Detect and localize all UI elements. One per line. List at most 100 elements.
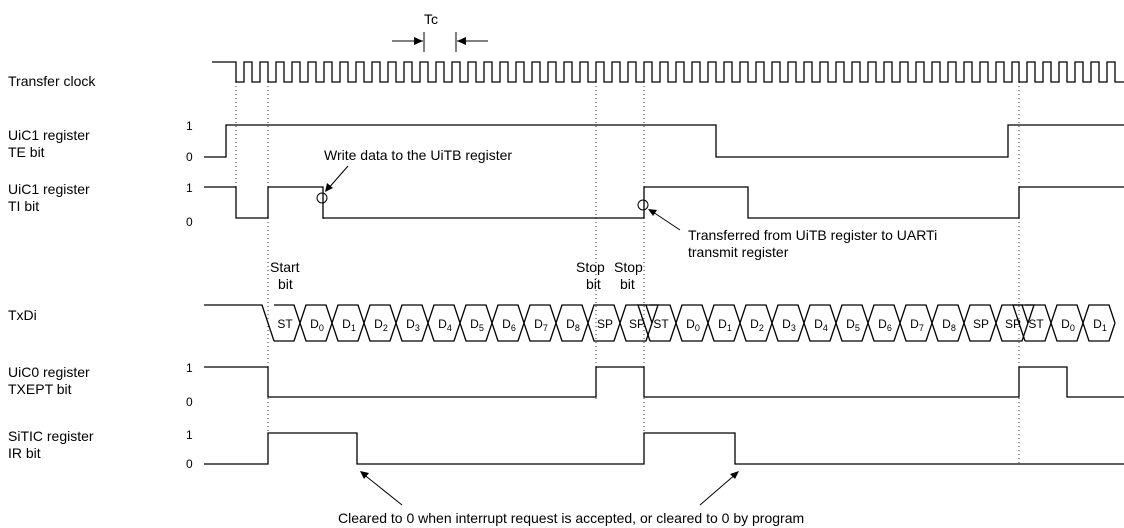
txd-cell-outline <box>427 304 461 342</box>
tc-dimension <box>392 32 488 52</box>
ti-level-hi: 1 <box>186 181 193 195</box>
txd-cell-outline <box>931 304 965 342</box>
stop-bit-2-label-line1: Stop <box>614 259 643 275</box>
txd-cell-outline <box>650 304 677 342</box>
txd-cell-label: D0 <box>686 317 700 333</box>
txd-cell-label: D5 <box>846 317 860 333</box>
te-level-lo: 0 <box>186 150 193 164</box>
ir-label-line2: IR bit <box>8 445 41 461</box>
txd-cell-outline <box>619 304 653 342</box>
txd-cell-label: D4 <box>814 317 828 333</box>
txd-cell-label: D7 <box>534 317 548 333</box>
txd-cell-outline <box>1025 304 1052 342</box>
txd-cell-outline <box>491 304 525 342</box>
txd-cell-outline <box>274 304 301 342</box>
txd-cell-label: D6 <box>878 317 892 333</box>
txd-cell-outline <box>963 304 997 342</box>
txd-cell-label: D6 <box>502 317 516 333</box>
stop-bit-1-label-line1: Stop <box>576 259 605 275</box>
txd-cell-label: ST <box>1028 317 1044 331</box>
ti-level-lo: 0 <box>186 215 193 229</box>
txd-cell-label: D8 <box>942 317 956 333</box>
txd-idle-line <box>637 304 659 342</box>
txd-cell-label: SP <box>629 317 645 331</box>
txd-cell-outline <box>459 304 493 342</box>
cleared-arrow-left <box>360 471 403 506</box>
txd-cell-label: SP <box>973 317 989 331</box>
txd-label: TxDi <box>8 307 37 323</box>
txd-cell-label: D0 <box>310 317 324 333</box>
txept-level-lo: 0 <box>186 395 193 409</box>
ti-bit-wave <box>204 186 1124 219</box>
txd-cell-outline <box>395 304 429 342</box>
txd-cell-outline <box>1050 304 1084 342</box>
txd-cell-outline <box>899 304 933 342</box>
ir-label-line1: SiTIC register <box>8 428 94 444</box>
ir-bit-wave <box>204 432 1124 465</box>
txd-cell-label: SP <box>597 317 613 331</box>
txd-cell-label: D1 <box>1093 317 1107 333</box>
te-bit-wave <box>204 124 1124 158</box>
txept-label-line2: TXEPT bit <box>8 381 72 397</box>
write-data-marker <box>316 192 328 204</box>
txd-cell-outline <box>1082 304 1116 342</box>
txd-cell-label: SP <box>1005 317 1021 331</box>
txd-cell-outline <box>363 304 397 342</box>
txd-cell-label: D1 <box>342 317 356 333</box>
txd-cell-label: D3 <box>782 317 796 333</box>
transfer-arrow <box>648 209 681 231</box>
txd-cell-outline <box>803 304 837 342</box>
ti-label-line1: UiC1 register <box>8 181 90 197</box>
txd-cell-label: D2 <box>374 317 388 333</box>
start-bit-label-line1: Start <box>270 259 300 275</box>
transferred-annotation-line1: Transferred from UiTB register to UARTi <box>688 227 937 243</box>
txd-cell-label: D0 <box>1061 317 1075 333</box>
txd-cell-label: D5 <box>470 317 484 333</box>
write-data-arrow <box>325 165 349 192</box>
transferred-annotation-line2: transmit register <box>688 244 789 260</box>
txd-cell-outline <box>995 304 1029 342</box>
txd-cell-label: ST <box>277 317 293 331</box>
stop-bit-2-label-line2: bit <box>620 276 635 292</box>
transfer-marker <box>637 199 649 211</box>
txd-cell-outline <box>835 304 869 342</box>
cleared-annotation: Cleared to 0 when interrupt request is a… <box>338 510 804 526</box>
transfer-clock-wave <box>212 61 1124 83</box>
te-label-line2: TE bit <box>8 144 45 160</box>
txd-cell-outline <box>587 304 621 342</box>
txd-waveform: ST D0 D1 D2 D3 D4 D5 D6 D7 D8 SP SP ST D0 D1 D2 D3 D4 D5 D6… <box>204 304 1116 342</box>
tc-label: Tc <box>424 11 438 27</box>
txd-cell-outline <box>739 304 773 342</box>
txd-cell-outline <box>555 304 589 342</box>
txd-cell-label: D8 <box>566 317 580 333</box>
txd-idle-line <box>1012 304 1035 342</box>
txd-cell-outline <box>675 304 709 342</box>
stop-bit-1-label-line2: bit <box>586 276 601 292</box>
clock-label: Transfer clock <box>8 73 96 89</box>
txd-cell-label: D3 <box>406 317 420 333</box>
ir-level-hi: 1 <box>186 428 193 442</box>
start-bit-label-line2: bit <box>278 276 293 292</box>
txd-cell-outline <box>299 304 333 342</box>
cleared-arrow-right <box>699 471 739 506</box>
te-label-line1: UiC1 register <box>8 127 90 143</box>
txd-cell-label: D4 <box>438 317 452 333</box>
txept-bit-wave <box>204 366 1124 398</box>
txd-cell-outline <box>707 304 741 342</box>
txd-cell-outline <box>523 304 557 342</box>
txd-cell-label: D2 <box>750 317 764 333</box>
write-data-annotation: Write data to the UiTB register <box>324 147 512 163</box>
txd-idle-line <box>204 304 275 342</box>
ir-level-lo: 0 <box>186 457 193 471</box>
txd-cell-label: D7 <box>910 317 924 333</box>
txd-cell-outline <box>867 304 901 342</box>
txept-level-hi: 1 <box>186 361 193 375</box>
txd-cell-label: D1 <box>718 317 732 333</box>
txd-cell-outline <box>331 304 365 342</box>
txept-label-line1: UiC0 register <box>8 364 90 380</box>
te-level-hi: 1 <box>186 119 193 133</box>
txd-cell-outline <box>771 304 805 342</box>
ti-label-line2: TI bit <box>8 198 39 214</box>
txd-cell-label: ST <box>653 317 669 331</box>
